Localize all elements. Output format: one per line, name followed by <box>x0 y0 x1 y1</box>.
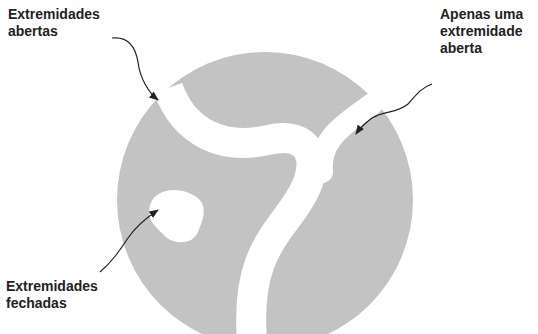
solid-grain <box>117 52 413 334</box>
leader-arrow <box>100 210 158 272</box>
isolated-pore <box>149 190 204 242</box>
callout-label: Extremidades abertas <box>8 6 118 40</box>
callout-label: Apenas uma extremidade aberta <box>440 6 536 57</box>
dead-end-pore <box>322 104 372 172</box>
leader-arrow <box>356 84 432 134</box>
callout-label: Extremidades fechadas <box>6 278 116 312</box>
leader-arrow <box>112 38 158 100</box>
